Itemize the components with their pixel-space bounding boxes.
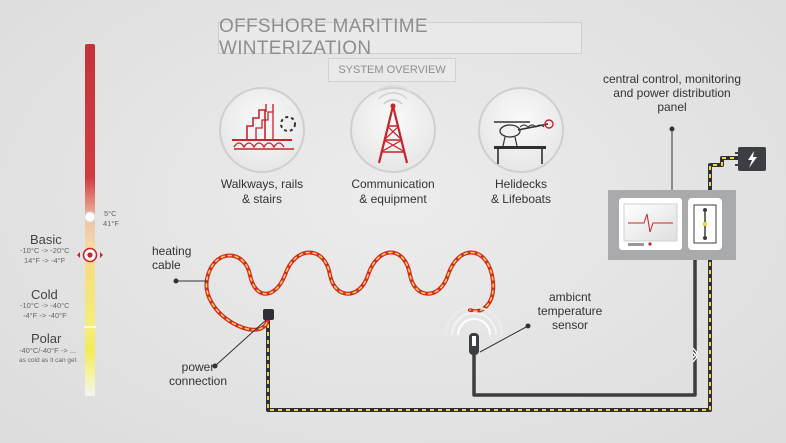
application-helidecks-caption: Helidecks & Lifeboats — [461, 177, 581, 207]
level-polar-range-f: as cold as it can get — [19, 357, 77, 364]
control-panel — [608, 190, 736, 260]
application-line2: & stairs — [241, 192, 282, 206]
ambient-sensor-label: ambicnt temperature sensor — [537, 290, 603, 332]
power-connection-box — [263, 309, 274, 320]
application-line1: Communication — [351, 177, 435, 191]
level-marker-icon — [77, 247, 103, 263]
application-communication-caption: Communication & equipment — [333, 177, 453, 207]
level-cold-range-f: -4°F -> -40°F — [23, 311, 67, 320]
sensor-cable — [472, 255, 697, 397]
level-cold-name: Cold — [31, 287, 58, 302]
power-plug-icon — [735, 147, 766, 171]
application-walkways-caption: Walkways, rails & stairs — [202, 177, 322, 207]
page-title: OFFSHORE MARITIME WINTERIZATION — [218, 16, 582, 59]
heating-cable-label: heating cable — [152, 244, 192, 272]
radio-tower-icon — [350, 85, 436, 173]
heating-cable — [204, 250, 496, 332]
leader-lines — [173, 126, 675, 369]
application-line2: & equipment — [359, 192, 427, 206]
marker-fahrenheit: 41°F — [103, 219, 119, 228]
control-panel-label: central control, monitoring and power di… — [602, 72, 742, 114]
marker-celsius: 5°C — [104, 209, 117, 218]
thermometer-marker-5c — [84, 211, 96, 223]
application-line1: Helidecks — [494, 177, 548, 191]
level-basic-range-c: -10°C -> -20°C — [20, 246, 70, 255]
page-subtitle: SYSTEM OVERVIEW — [328, 58, 456, 82]
power-wire — [266, 156, 738, 412]
level-polar-range-c: -40°C/-40°F -> ... — [19, 346, 77, 355]
helideck-icon — [478, 87, 564, 173]
level-basic-name: Basic — [30, 232, 62, 247]
walkway-stairs-icon — [219, 87, 305, 173]
power-connection-label: power connection — [168, 360, 228, 388]
level-basic-range-f: 14°F -> -4°F — [24, 256, 66, 265]
temperature-sensor-icon — [445, 306, 503, 355]
application-line1: Walkways, rails — [220, 177, 304, 191]
level-cold-range-c: -10°C -> -40°C — [20, 301, 70, 310]
application-line2: & Lifeboats — [490, 192, 552, 206]
level-polar-name: Polar — [31, 331, 62, 346]
